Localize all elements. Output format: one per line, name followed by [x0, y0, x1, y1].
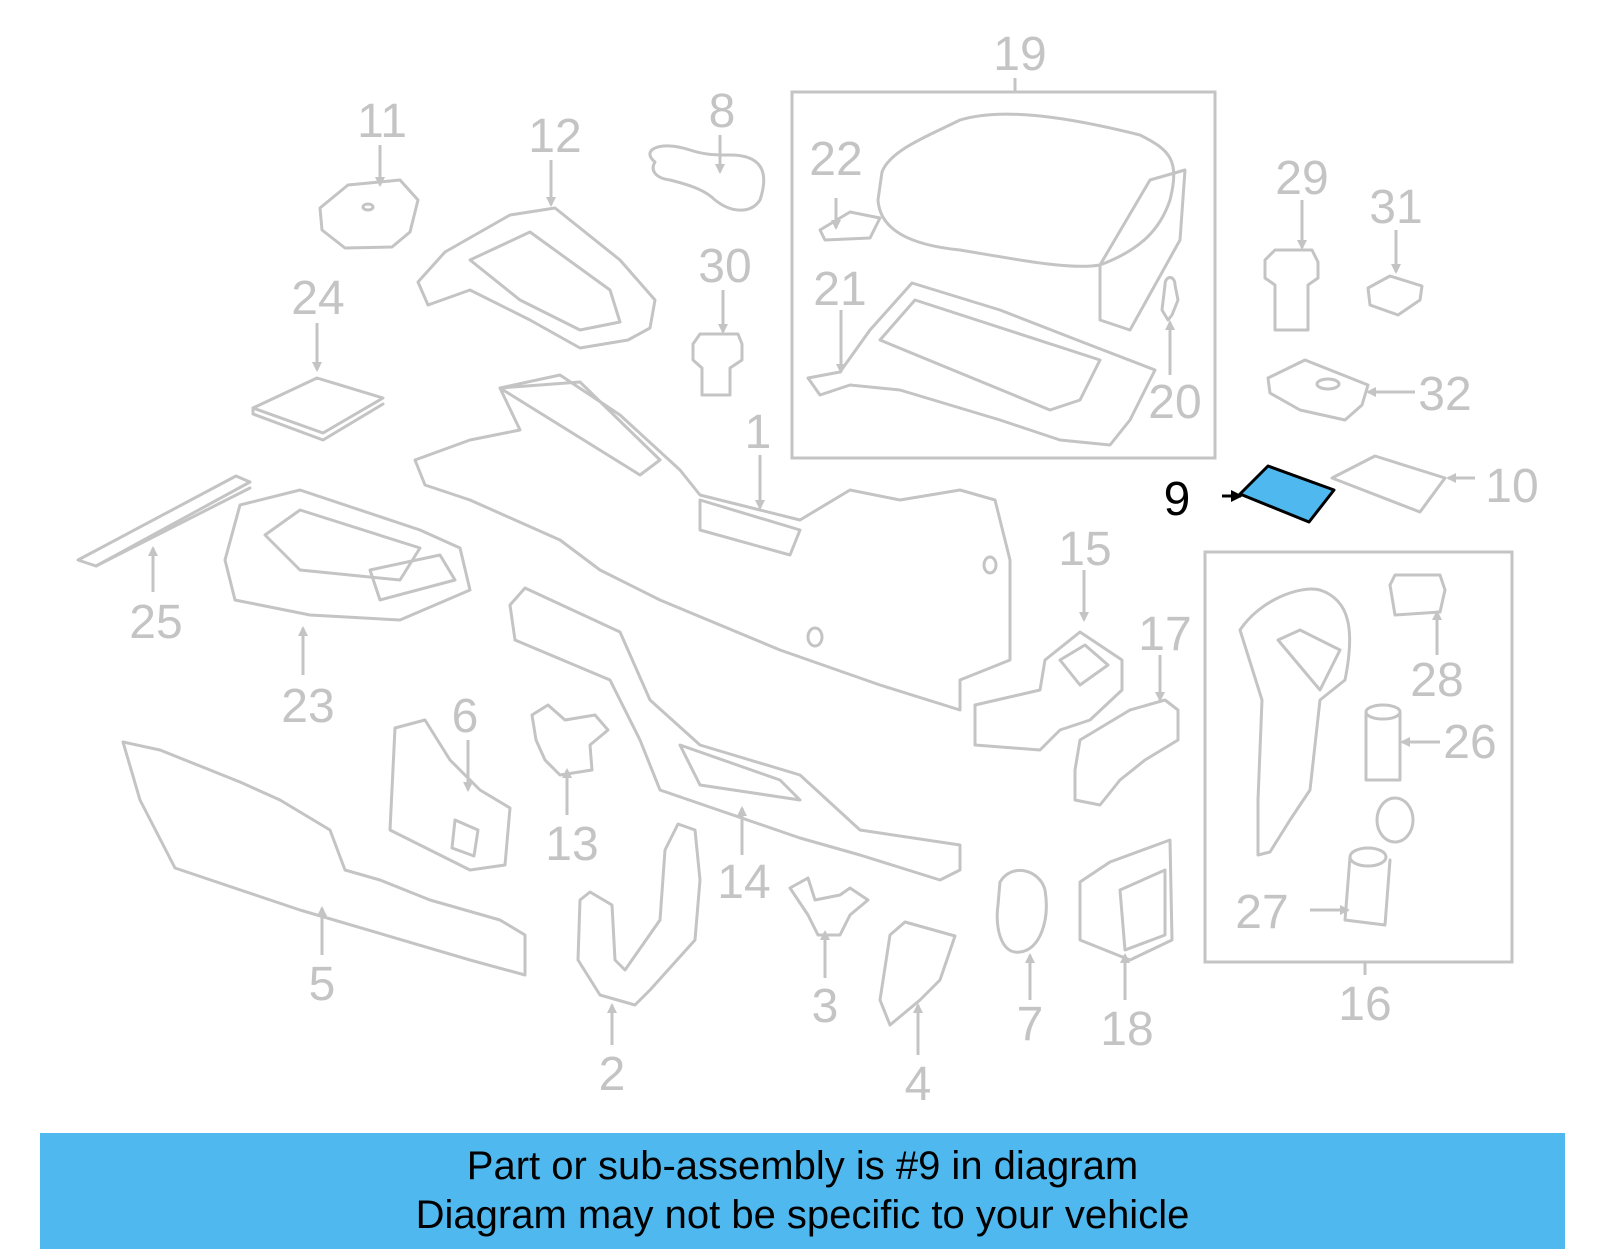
callout-30: 30 [698, 240, 751, 293]
callout-16: 16 [1338, 978, 1391, 1031]
part-24-mat [251, 376, 385, 442]
callout-23: 23 [281, 680, 334, 733]
part-4-bracket [878, 920, 957, 1027]
part-29-switch [1263, 248, 1320, 332]
callout-21: 21 [813, 263, 866, 316]
callout-2: 2 [599, 1048, 626, 1101]
banner-line-1: Part or sub-assembly is #9 in diagram [466, 1144, 1139, 1188]
part-8-cup-mat [648, 144, 766, 212]
part-27-socket [1343, 796, 1415, 927]
part-1-console [413, 373, 1012, 712]
part-10-mat [1330, 454, 1447, 514]
callout-17: 17 [1138, 608, 1191, 661]
banner-line-2: Diagram may not be specific to your vehi… [415, 1193, 1190, 1237]
callout-labels: 11 12 8 30 24 25 23 1 14 13 6 5 2 3 4 7 … [129, 28, 1538, 1111]
part-21-tray [806, 281, 1157, 447]
part-28-switch [1388, 573, 1447, 617]
callout-24: 24 [291, 272, 344, 325]
callout-22: 22 [809, 133, 862, 186]
part-32-bracket [1266, 358, 1370, 422]
group-box-16 [1203, 550, 1514, 964]
group-box-19 [790, 90, 1217, 460]
callout-25: 25 [129, 596, 182, 649]
callout-3: 3 [812, 980, 839, 1033]
part-30-switch [691, 332, 744, 397]
callout-10: 10 [1485, 460, 1538, 513]
part-7-cover [995, 869, 1048, 954]
callout-13: 13 [545, 818, 598, 871]
callout-9: 9 [1164, 473, 1191, 526]
callout-18: 18 [1100, 1003, 1153, 1056]
callout-29: 29 [1275, 152, 1328, 205]
callout-11: 11 [357, 95, 407, 148]
part-6-panel [388, 718, 512, 872]
callout-8: 8 [709, 85, 736, 138]
part-9-mat-highlighted[interactable] [1238, 464, 1336, 524]
part-11-cap [318, 178, 420, 250]
part-5-trim-panel [121, 740, 527, 977]
part-12-bracket [416, 206, 657, 350]
callout-4: 4 [905, 1058, 932, 1111]
part-26-socket [1364, 703, 1402, 782]
callout-31: 31 [1369, 181, 1422, 234]
part-15-duct [973, 630, 1124, 752]
part-23-bin [223, 488, 472, 622]
callout-15: 15 [1058, 523, 1111, 576]
part-14-duct [508, 586, 962, 882]
part-31-switch [1366, 274, 1424, 317]
part-17-bracket [1073, 698, 1180, 807]
callout-27: 27 [1235, 886, 1288, 939]
part-20-bumper [1160, 276, 1180, 322]
part-22-pad [818, 210, 882, 242]
callout-5: 5 [309, 958, 336, 1011]
callout-14: 14 [717, 856, 770, 909]
part-19-armrest-lid [876, 112, 1187, 332]
part-13-clip [530, 703, 610, 777]
callout-28: 28 [1410, 654, 1463, 707]
part-16-bezel [1238, 587, 1352, 857]
callout-32: 32 [1418, 368, 1471, 421]
callout-20: 20 [1148, 376, 1201, 429]
part-25-trim [76, 474, 252, 568]
callout-6: 6 [452, 690, 479, 743]
part-3-bracket [788, 876, 870, 937]
callout-1: 1 [745, 406, 772, 459]
part-2-bracket [576, 822, 702, 1007]
leader-lines [148, 78, 1475, 1055]
callout-19: 19 [993, 28, 1046, 81]
callout-7: 7 [1017, 998, 1044, 1051]
part-18-panel [1078, 838, 1174, 962]
info-banner: Part or sub-assembly is #9 in diagram Di… [40, 1133, 1565, 1249]
callout-26: 26 [1443, 716, 1496, 769]
callout-12: 12 [528, 110, 581, 163]
